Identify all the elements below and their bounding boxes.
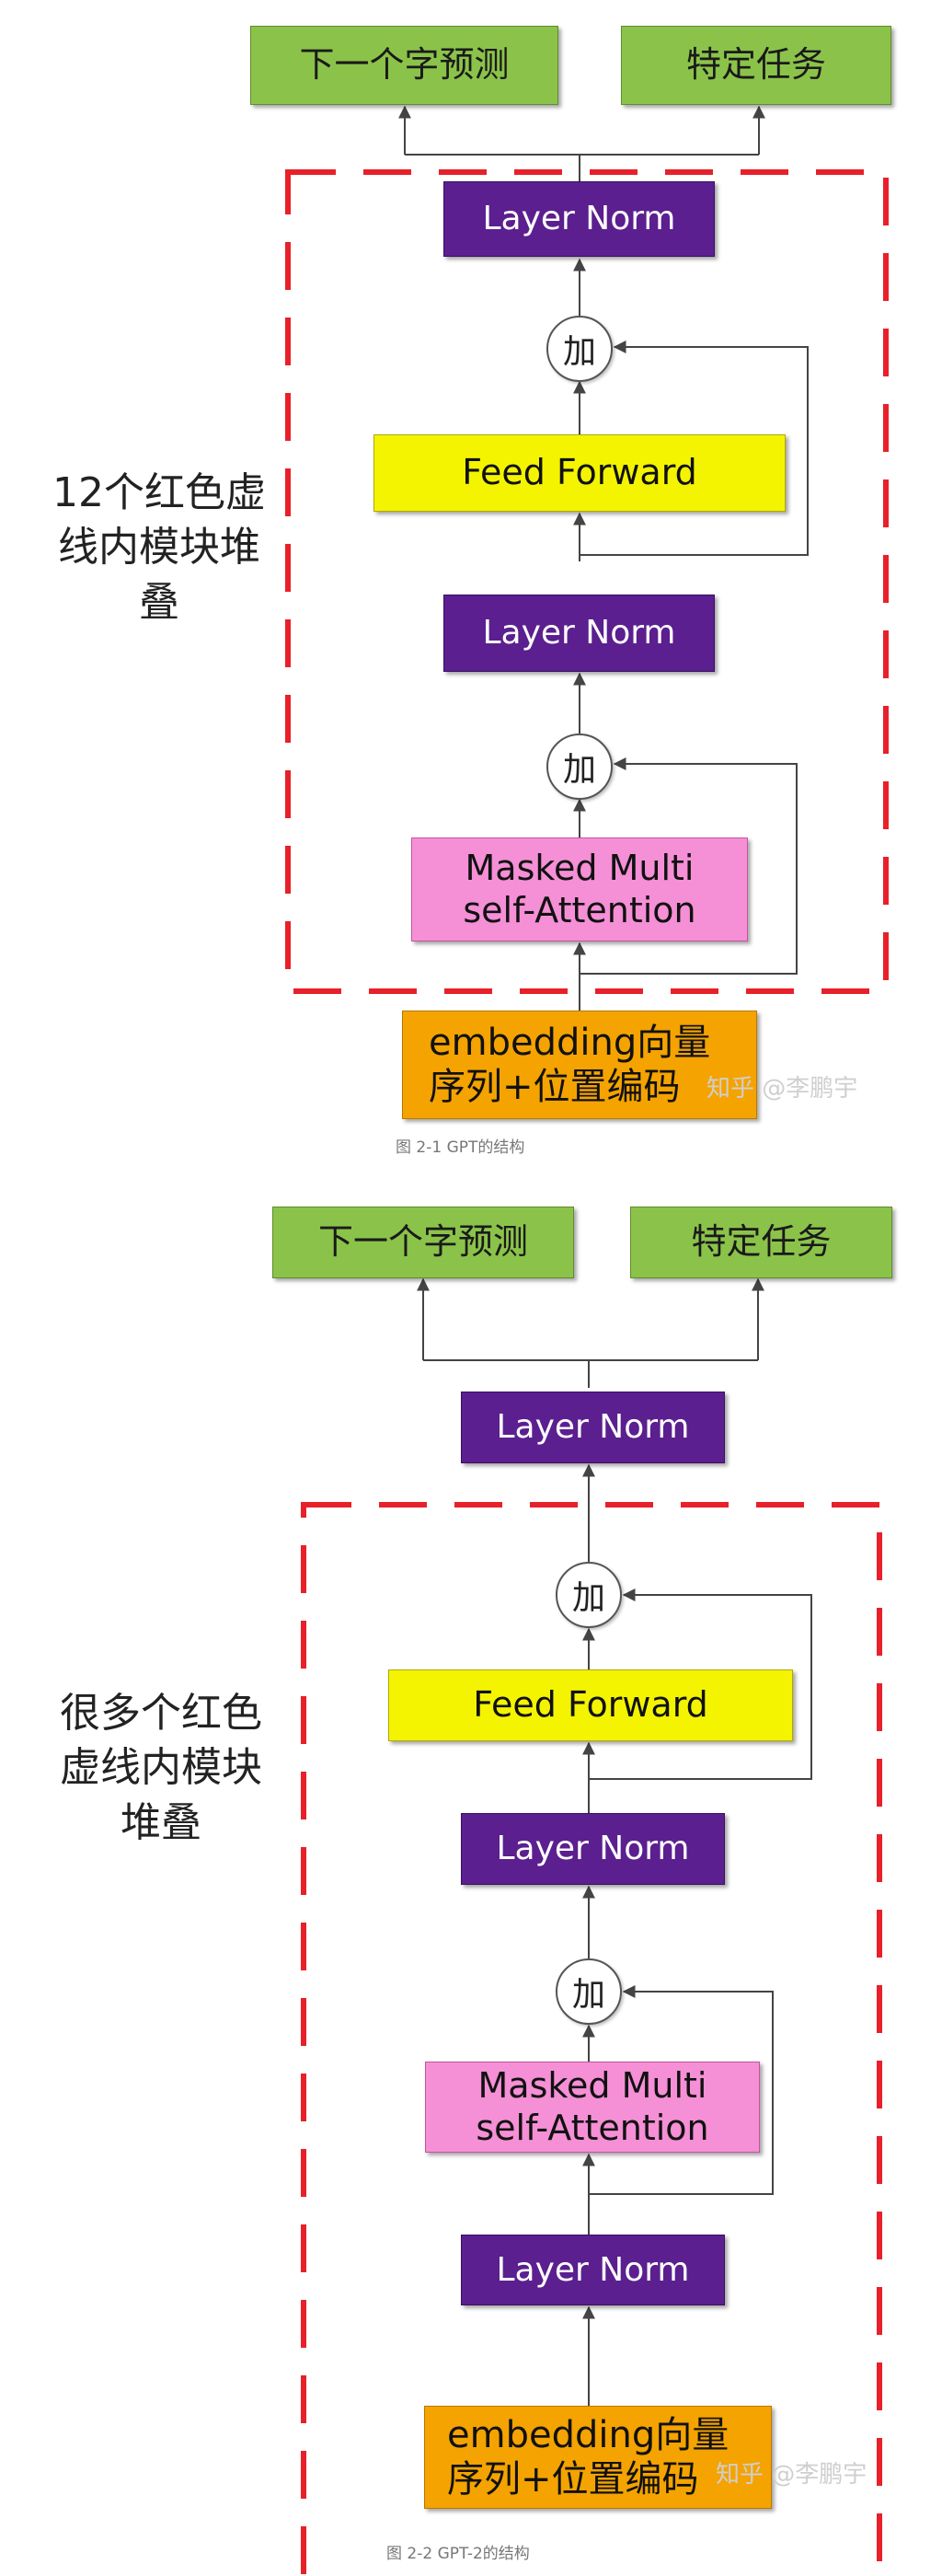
figure-caption: 图 2-1 GPT的结构	[396, 1138, 525, 1157]
watermark: 知乎 @李鹏宇	[706, 1075, 858, 1103]
layer-norm-bottom-box: Layer Norm	[461, 2235, 725, 2305]
add-node: 加	[556, 1562, 622, 1628]
stack-note: 很多个红色 虚线内模块 堆叠	[60, 1690, 262, 1846]
add-node: 加	[546, 734, 613, 800]
layer-norm-mid-box: Layer Norm	[443, 595, 715, 672]
add-node: 加	[556, 1958, 622, 2025]
layer-norm-outer-box: Layer Norm	[461, 1392, 725, 1463]
specific-task-box: 特定任务	[630, 1207, 892, 1278]
embedding-box: embedding向量序列+位置编码	[402, 1011, 757, 1119]
specific-task-box: 特定任务	[621, 26, 891, 105]
feed-forward-box: Feed Forward	[373, 434, 786, 512]
next-token-prediction-box: 下一个字预测	[250, 26, 558, 105]
stack-note: 12个红色虚 线内模块堆 叠	[52, 469, 266, 626]
figure-gpt: 下一个字预测 特定任务 Layer Norm 加 Feed Forward La…	[0, 0, 942, 1169]
add-node: 加	[546, 316, 613, 382]
figure-gpt2: 下一个字预测 特定任务 Layer Norm 加 Feed Forward La…	[0, 1169, 942, 2576]
feed-forward-box: Feed Forward	[388, 1669, 793, 1741]
figure2-connectors	[301, 1277, 882, 2576]
figure1-connectors	[285, 105, 889, 1011]
watermark: 知乎 @李鹏宇	[716, 2461, 867, 2489]
layer-norm-top-box: Layer Norm	[443, 181, 715, 257]
next-token-prediction-box: 下一个字预测	[272, 1207, 574, 1278]
figure-caption: 图 2-2 GPT-2的结构	[386, 2545, 530, 2563]
repeat-block-frame	[285, 169, 889, 994]
embedding-box: embedding向量序列+位置编码	[424, 2406, 772, 2509]
layer-norm-mid-box: Layer Norm	[461, 1813, 725, 1885]
